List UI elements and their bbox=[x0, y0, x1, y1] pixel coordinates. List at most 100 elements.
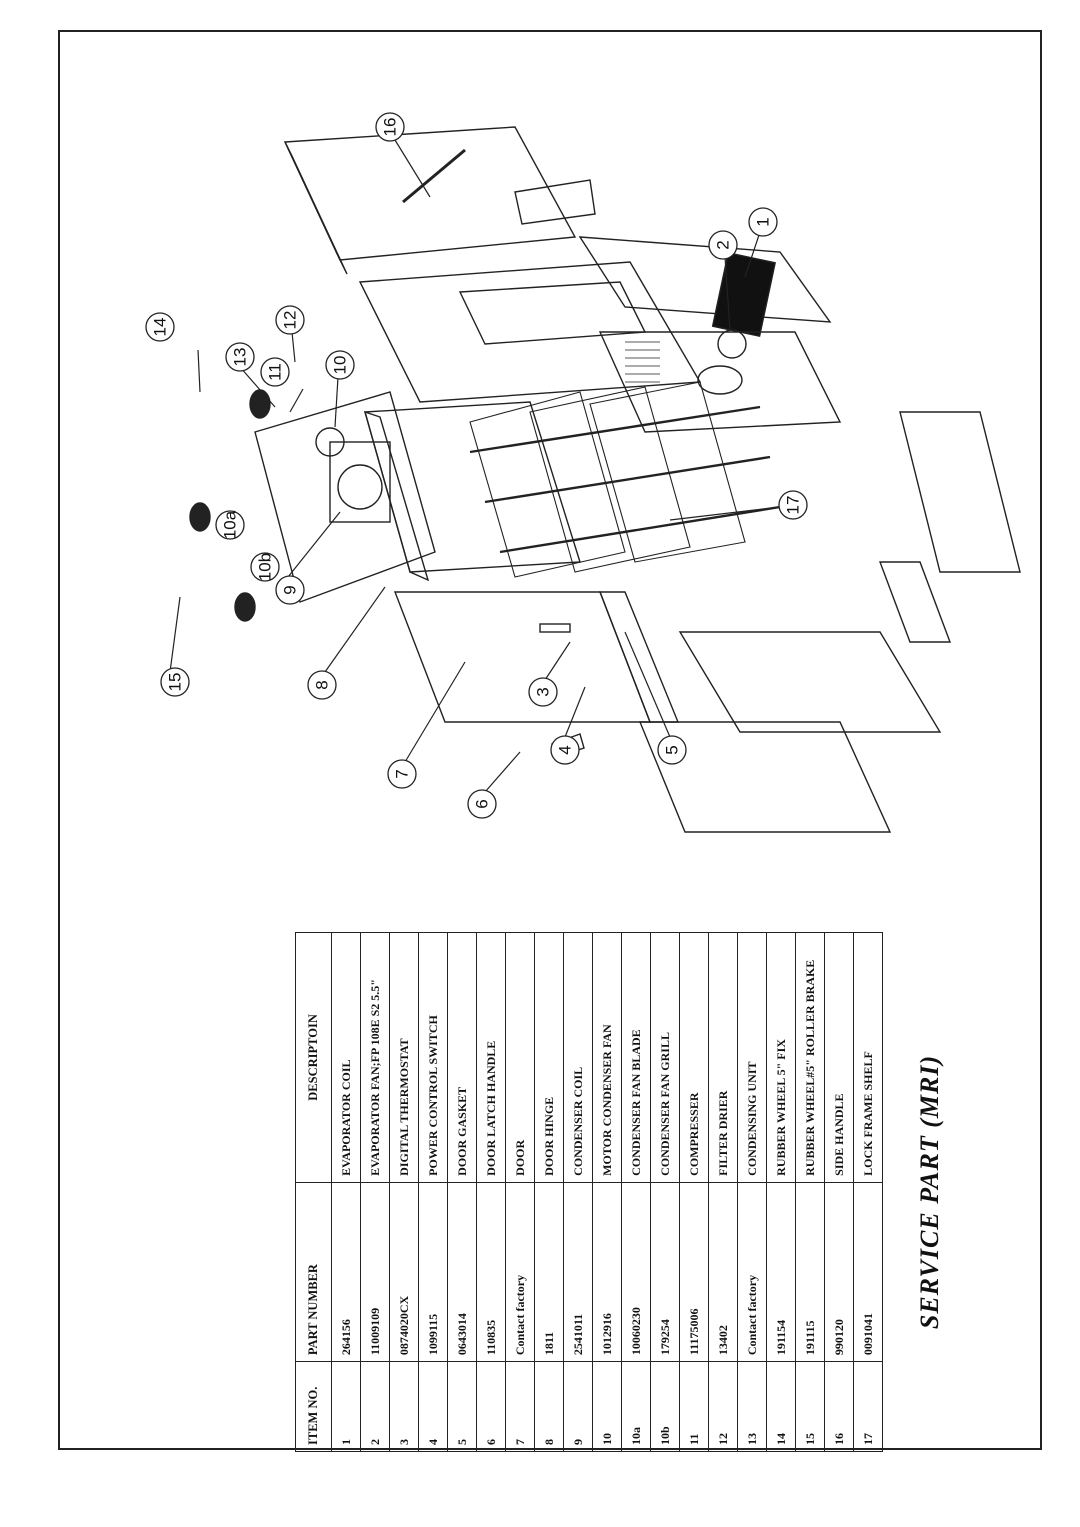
cell-part-number: 1811 bbox=[534, 1182, 564, 1362]
cell-part-number: 11175006 bbox=[679, 1182, 709, 1362]
cell-part-number: 1012916 bbox=[592, 1182, 622, 1362]
cell-part-number: 11009109 bbox=[360, 1182, 390, 1362]
cell-part-number: 0091041 bbox=[853, 1182, 883, 1362]
page-title: SERVICE PART (MRI) bbox=[915, 1054, 944, 1330]
callout-14: 14 bbox=[151, 318, 170, 337]
header-part-number: PART NUMBER bbox=[295, 1182, 332, 1362]
callout-6: 6 bbox=[473, 799, 492, 808]
condenser-fan bbox=[337, 464, 383, 510]
cell-item-no: 13 bbox=[737, 1361, 767, 1452]
cell-description: EVAPORATOR COIL bbox=[331, 932, 361, 1183]
cell-description: LOCK FRAME SHELF bbox=[853, 932, 883, 1183]
cell-item-no: 6 bbox=[476, 1361, 506, 1452]
cell-item-no: 2 bbox=[360, 1361, 390, 1452]
cell-item-no: 3 bbox=[389, 1361, 419, 1452]
callout-7: 7 bbox=[393, 769, 412, 778]
callout-10: 10 bbox=[331, 356, 350, 375]
cell-item-no: 8 bbox=[534, 1361, 564, 1452]
top-panel bbox=[283, 126, 577, 261]
cell-part-number: 990120 bbox=[824, 1182, 854, 1362]
cell-item-no: 17 bbox=[853, 1361, 883, 1452]
cell-part-number: Contact factory bbox=[737, 1182, 767, 1362]
cell-item-no: 10a bbox=[621, 1361, 651, 1452]
cell-part-number: 191154 bbox=[766, 1182, 796, 1362]
cell-description: SIDE HANDLE bbox=[824, 932, 854, 1183]
callout-2: 2 bbox=[714, 240, 733, 249]
cell-description: COMPRESSER bbox=[679, 932, 709, 1183]
header-item-no: ITEM NO. bbox=[295, 1361, 332, 1452]
callout-3: 3 bbox=[534, 687, 553, 696]
callout-8: 8 bbox=[313, 680, 332, 689]
cell-item-no: 16 bbox=[824, 1361, 854, 1452]
cell-part-number: 2541011 bbox=[563, 1182, 593, 1362]
evaporator-fan bbox=[717, 329, 747, 359]
cell-description: CONDENSER FAN BLADE bbox=[621, 932, 651, 1183]
diagram-svg: 1 2 3 4 5 6 7 8 9 10 10a 10b 11 12 13 14… bbox=[145, 112, 1021, 833]
cell-description: CONDENSER COIL bbox=[563, 932, 593, 1183]
cell-description: MOTOR CONDENSER FAN bbox=[592, 932, 622, 1183]
cell-description: DOOR HINGE bbox=[534, 932, 564, 1183]
cell-part-number: 0874020CX bbox=[389, 1182, 419, 1362]
evaporator-coil bbox=[711, 251, 776, 337]
cell-description: CONDENSER FAN GRILL bbox=[650, 932, 680, 1183]
cabinet-body bbox=[364, 401, 581, 573]
callout-16: 16 bbox=[381, 118, 400, 137]
callout-15: 15 bbox=[166, 673, 185, 692]
shelves bbox=[469, 381, 781, 578]
cell-item-no: 4 bbox=[418, 1361, 448, 1452]
cell-item-no: 14 bbox=[766, 1361, 796, 1452]
callout-12: 12 bbox=[281, 311, 300, 330]
cell-description: EVAPORATOR FAN;FP 108E S2 5.5" bbox=[360, 932, 390, 1183]
cell-part-number: 1099115 bbox=[418, 1182, 448, 1362]
header-description: DESCRIPTOIN bbox=[295, 932, 332, 1183]
cell-part-number: 179254 bbox=[650, 1182, 680, 1362]
exploded-diagram: 1 2 3 4 5 6 7 8 9 10 10a 10b 11 12 13 14… bbox=[60, 32, 1040, 862]
cell-part-number: 10060230 bbox=[621, 1182, 651, 1362]
door bbox=[393, 591, 652, 723]
cell-part-number: 13402 bbox=[708, 1182, 738, 1362]
cell-description: DOOR LATCH HANDLE bbox=[476, 932, 506, 1183]
callout-9: 9 bbox=[281, 585, 300, 594]
base-plate bbox=[254, 391, 436, 603]
drawing-sheet: 1 2 3 4 5 6 7 8 9 10 10a 10b 11 12 13 14… bbox=[58, 30, 1042, 1452]
callout-5: 5 bbox=[663, 745, 682, 754]
cell-item-no: 10 bbox=[592, 1361, 622, 1452]
cell-part-number: Contact factory bbox=[505, 1182, 535, 1362]
cell-item-no: 12 bbox=[708, 1361, 738, 1452]
callout-13: 13 bbox=[231, 348, 250, 367]
callout-1: 1 bbox=[754, 217, 773, 226]
cell-item-no: 9 bbox=[563, 1361, 593, 1452]
cell-description: CONDENSING UNIT bbox=[737, 932, 767, 1183]
cell-part-number: 0643014 bbox=[447, 1182, 477, 1362]
cell-description: FILTER DRIER bbox=[708, 932, 738, 1183]
cell-description: DOOR bbox=[505, 932, 535, 1183]
cell-description: POWER CONTROL SWITCH bbox=[418, 932, 448, 1183]
cell-item-no: 1 bbox=[331, 1361, 361, 1452]
cell-item-no: 10b bbox=[650, 1361, 680, 1452]
callout-10a: 10a bbox=[221, 510, 240, 539]
cell-part-number: 264156 bbox=[331, 1182, 361, 1362]
cell-part-number: 110835 bbox=[476, 1182, 506, 1362]
wheels bbox=[189, 389, 271, 622]
table-header-row: ITEM NO. PART NUMBER DESCRIPTOIN bbox=[295, 932, 332, 1452]
cell-item-no: 7 bbox=[505, 1361, 535, 1452]
